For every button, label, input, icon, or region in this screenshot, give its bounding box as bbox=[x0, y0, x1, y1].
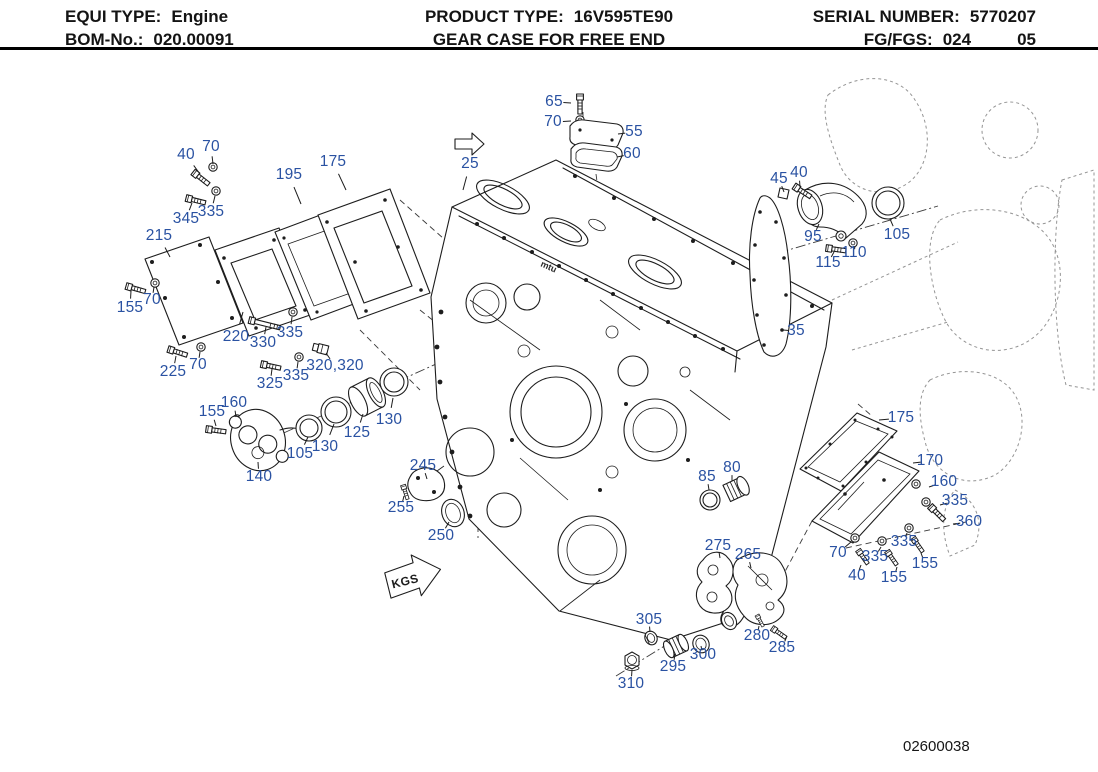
part-cover-170 bbox=[811, 451, 920, 544]
fasteners-left bbox=[124, 162, 330, 436]
part-cover-245 bbox=[400, 465, 446, 502]
part-plug-80 bbox=[722, 475, 750, 503]
fasteners-right bbox=[777, 182, 858, 255]
drawing-number: 02600038 bbox=[903, 738, 970, 755]
part-frame-175 bbox=[317, 188, 431, 320]
product-type: PRODUCT TYPE:16V595TE90 bbox=[424, 7, 674, 26]
part-fittings-bottom bbox=[624, 613, 789, 671]
part-cover-35 bbox=[748, 195, 792, 357]
part-housing-265 bbox=[720, 552, 788, 631]
part-cover-55 bbox=[569, 119, 624, 150]
equi-type: EQUI TYPE:Engine bbox=[65, 7, 229, 26]
part-fitting-295 bbox=[662, 633, 690, 659]
serial-number: SERIAL NUMBER:5770207 bbox=[812, 7, 1036, 26]
part-cover-215 bbox=[144, 236, 244, 346]
part-plug-320 bbox=[311, 342, 330, 356]
direction-arrow-icon bbox=[454, 132, 485, 156]
page-title: GEAR CASE FOR FREE END bbox=[432, 30, 666, 49]
part-seal-305 bbox=[644, 630, 658, 646]
part-ring-130b bbox=[379, 367, 409, 397]
header-divider bbox=[0, 47, 1098, 50]
part-ring-130a bbox=[320, 396, 352, 428]
part-nut-310 bbox=[624, 651, 640, 671]
part-gasket-60 bbox=[570, 142, 623, 172]
leader-lines bbox=[130, 102, 961, 677]
part-gasket-175b bbox=[799, 412, 898, 492]
part-flange-140 bbox=[228, 408, 307, 472]
part-sleeve-125 bbox=[347, 377, 387, 417]
bom-no: BOM-No.:020.00091 bbox=[65, 30, 234, 49]
part-oring-105 bbox=[295, 414, 323, 442]
kgs-flag: KGS bbox=[384, 554, 442, 599]
part-gasket-275 bbox=[695, 551, 734, 614]
phantom-engine-view bbox=[824, 78, 1095, 557]
part-oring-85 bbox=[699, 489, 721, 511]
exploded-view-diagram: mtu bbox=[124, 78, 1095, 677]
svg-text:KGS: KGS bbox=[390, 571, 420, 591]
part-oring-105b bbox=[871, 186, 905, 220]
part-gasket-250 bbox=[441, 498, 465, 528]
